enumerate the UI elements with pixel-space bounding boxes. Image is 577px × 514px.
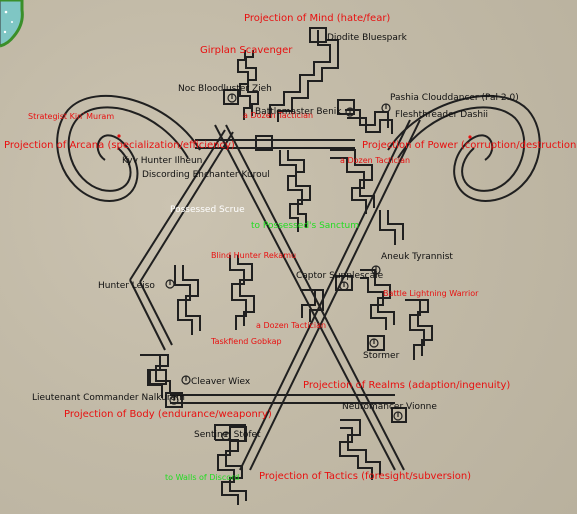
label-blind-hunter: Blind Hunter Rekamu [211,251,297,260]
label-to-walls[interactable]: to Walls of Discord [165,473,240,482]
label-cleaver: Cleaver Wiex [191,377,251,387]
label-neuromancer: Neuromancer Vionne [342,402,437,412]
label-to-sanctum[interactable]: to Possessed's Sanctum [251,221,359,231]
label-fleshthreader: Fleshthreader Dashii [395,110,489,120]
label-captor: Captor Supplescale [296,271,384,281]
label-strategist: Strategist Kin`Muram [28,112,115,121]
label-kyv-hunter: Kyv Hunter Ilheun [122,156,203,166]
label-projection-arcana: Projection of Arcana (specialization/eff… [4,140,235,151]
label-pashia: Pashia Clouddancer (Pal 2.0) [390,93,519,103]
label-stormer: Stormer [363,351,400,361]
label-dozen-tactician: a Dozen Tactician [256,321,327,330]
label-noc: Noc Bloodluster Zieh [178,84,272,94]
label-aneuk: Aneuk Tyrannist [381,252,453,262]
label-projection-body: Projection of Body (endurance/weaponry) [64,409,272,420]
label-diodite: Diodite Bluespark [327,33,407,43]
label-sentinel: Sentinel Stofet [194,430,261,440]
label-lieutenant: Lieutenant Commander Nalkuram [32,393,185,403]
label-projection-power: Projection of Power (corruption/destruct… [362,140,577,151]
right-spiral-walls [387,95,541,202]
minimap-corner [0,0,24,48]
label-hunter-leiso: Hunter Leiso [98,281,155,291]
red-markers [117,134,472,139]
maze-corridors [140,30,433,505]
label-small-tactician-2: a Dozen Tactician [340,156,411,165]
label-projection-tactics: Projection of Tactics (foresight/subvers… [259,471,472,482]
label-taskfiend: Taskfiend Gobkap [211,337,282,346]
npc-markers [165,93,403,441]
label-possessed: Possessed Scrue [170,205,245,215]
label-battle-warrior: Battle Lightning Warrior [383,289,479,298]
left-spiral-walls [56,95,201,202]
label-battlemaster: Battlemaster Benik [255,107,342,117]
label-small-tactician: a Dozen Tactician [243,111,314,120]
label-girplan: Girplan Scavenger [200,45,293,56]
label-projection-mind: Projection of Mind (hate/fear) [244,13,391,24]
label-discording: Discording Enchanter Kuroul [142,170,270,180]
label-projection-realms: Projection of Realms (adaption/ingenuity… [303,380,511,391]
